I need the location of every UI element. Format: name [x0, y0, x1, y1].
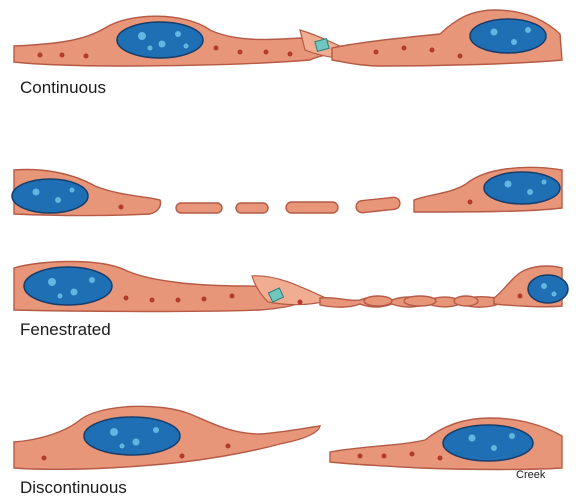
nucleus-texture [527, 189, 533, 195]
organelle-dot [124, 296, 129, 301]
fenestra-bulge [454, 296, 478, 306]
fenestra-segment [286, 202, 338, 213]
organelle-dot [402, 46, 407, 51]
organelle-dot [150, 298, 155, 303]
fenestra-bulge [364, 296, 392, 306]
nucleus-texture [511, 39, 517, 45]
organelle-dot [288, 52, 293, 57]
fenestrated-upper-right-nucleus [484, 172, 560, 204]
discontinuous-capillary [14, 406, 562, 469]
nucleus-texture [525, 27, 531, 33]
organelle-dot [42, 456, 47, 461]
organelle-dot [230, 294, 235, 299]
nucleus-texture [153, 427, 159, 433]
nucleus-texture [505, 181, 512, 188]
fenestrated-capillary-upper [12, 167, 562, 215]
organelle-dot [38, 53, 43, 58]
organelle-dot [180, 454, 185, 459]
fenestra-segment [355, 197, 400, 214]
organelle-dot [374, 50, 379, 55]
organelle-dot [410, 452, 415, 457]
continuous-label: Continuous [20, 78, 106, 98]
nucleus-texture [58, 294, 63, 299]
nucleus-texture [175, 31, 181, 37]
nucleus-texture [133, 439, 140, 446]
nucleus-texture [541, 283, 547, 289]
organelle-dot [60, 53, 65, 58]
organelle-dot [202, 297, 207, 302]
nucleus-texture [159, 41, 166, 48]
organelle-dot [438, 456, 443, 461]
nucleus-texture [469, 435, 476, 442]
organelle-dot [84, 54, 89, 59]
nucleus-texture [491, 29, 498, 36]
nucleus-texture [89, 277, 95, 283]
organelle-dot [358, 454, 363, 459]
organelle-dot [298, 300, 303, 305]
organelle-dot [226, 444, 231, 449]
discontinuous-label: Discontinuous [20, 478, 127, 498]
nucleus-texture [120, 444, 125, 449]
fenestra-segment [176, 203, 222, 213]
nucleus-texture [33, 189, 40, 196]
discontinuous-left-nucleus [84, 417, 180, 455]
continuous-capillary [14, 10, 562, 66]
organelle-dot [468, 200, 473, 205]
continuous-left-nucleus [117, 22, 203, 58]
nucleus-texture [138, 32, 146, 40]
fenestrated-lower-left-nucleus [24, 267, 112, 305]
nucleus-texture [184, 44, 189, 49]
organelle-dot [458, 54, 463, 59]
nucleus-texture [55, 197, 61, 203]
nucleus-texture [110, 428, 118, 436]
fenestrated-lower-right-nucleus [528, 275, 568, 303]
continuous-right-nucleus [470, 19, 546, 53]
fenestrated-upper-left-nucleus [12, 179, 88, 213]
organelle-dot [119, 205, 124, 210]
nucleus-texture [48, 278, 56, 286]
discontinuous-right-nucleus [443, 425, 533, 461]
fenestra-segment [236, 203, 268, 213]
nucleus-texture [509, 433, 515, 439]
nucleus-texture [552, 292, 557, 297]
organelle-dot [382, 454, 387, 459]
image-credit: Creek [516, 469, 545, 482]
fenestrated-capillary-lower [14, 262, 568, 312]
fenestra-bulge [404, 296, 436, 306]
nucleus-texture [71, 289, 78, 296]
organelle-dot [264, 50, 269, 55]
organelle-dot [518, 294, 523, 299]
nucleus-texture [70, 188, 75, 193]
nucleus-texture [148, 46, 153, 51]
nucleus-texture [491, 445, 497, 451]
organelle-dot [430, 48, 435, 53]
nucleus-texture [542, 180, 547, 185]
organelle-dot [238, 50, 243, 55]
organelle-dot [214, 46, 219, 51]
fenestrated-label: Fenestrated [20, 320, 111, 340]
organelle-dot [176, 298, 181, 303]
